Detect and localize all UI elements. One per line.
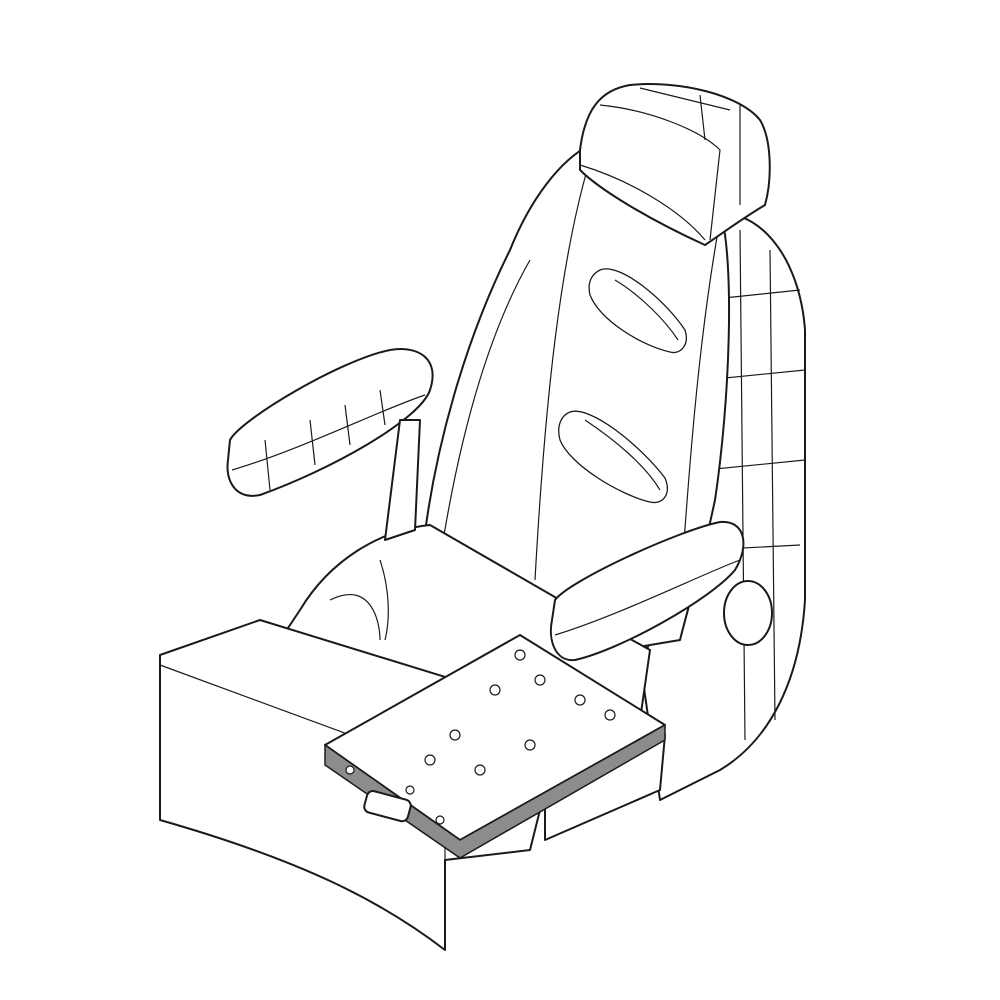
armrest-pivot-knob (723, 580, 773, 646)
armrest-left (226, 348, 434, 497)
slide-rail (324, 723, 666, 859)
backrest-slot-lower (558, 410, 668, 504)
backrest-slot-upper (588, 268, 687, 354)
armrest-right (550, 520, 745, 662)
plate-bolts (345, 649, 616, 825)
headrest (579, 83, 771, 246)
release-handle[interactable] (363, 790, 412, 823)
armrest-left-support (384, 419, 421, 541)
backrest-shell (639, 211, 806, 801)
